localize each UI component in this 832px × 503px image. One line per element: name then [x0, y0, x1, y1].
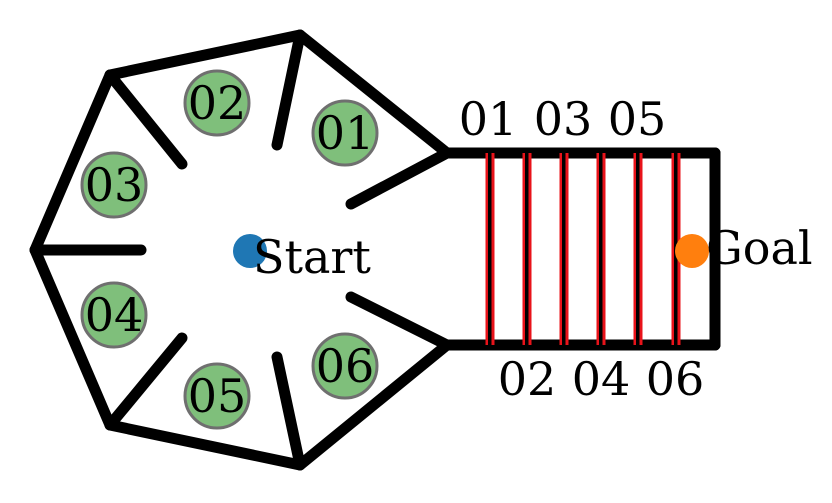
partition-01-02 — [271, 29, 306, 151]
goal-dot — [675, 234, 709, 268]
room-06: 06 — [311, 332, 379, 400]
gate-02 — [522, 153, 532, 345]
start-label: Start — [253, 230, 371, 284]
room-02-circle — [183, 69, 251, 137]
gate-05 — [633, 153, 643, 345]
room-01: 01 — [311, 99, 379, 167]
room-02-label: 02 — [188, 76, 247, 130]
room-04-circle — [80, 281, 148, 349]
room-04: 04 — [80, 281, 148, 349]
gate-label-bottom-04: 04 — [572, 352, 631, 406]
start-marker: Start — [233, 230, 371, 284]
gate-04 — [596, 153, 606, 345]
room-05: 05 — [183, 362, 251, 430]
gate-label-top-05: 05 — [608, 92, 667, 146]
room-01-label: 01 — [316, 106, 375, 160]
partition-02-03 — [104, 69, 188, 170]
room-03-circle — [80, 151, 148, 219]
room-04-label: 04 — [85, 288, 144, 342]
rooms: 01 02 03 04 05 06 — [80, 69, 379, 430]
gate-label-bottom-06: 06 — [646, 352, 705, 406]
partition-05-06 — [271, 351, 306, 471]
gate-01 — [485, 153, 495, 345]
gate-label-bottom-02: 02 — [498, 352, 557, 406]
room-01-circle — [311, 99, 379, 167]
gate-label-top-01: 01 — [459, 92, 518, 146]
entry-lower-wall — [345, 291, 453, 351]
gate-03 — [559, 153, 569, 345]
room-05-label: 05 — [188, 369, 247, 423]
entry-upper-wall — [345, 147, 453, 210]
goal-marker: Goal — [675, 221, 813, 275]
goal-label: Goal — [706, 221, 813, 275]
gate-label-top-03: 03 — [534, 92, 593, 146]
partition-04-05 — [104, 332, 188, 431]
gate-labels-bottom: 02 04 06 — [498, 352, 705, 406]
room-05-circle — [183, 362, 251, 430]
corridor-gates — [485, 153, 681, 345]
start-dot — [233, 234, 267, 268]
room-06-circle — [311, 332, 379, 400]
room-06-label: 06 — [316, 339, 375, 393]
room-03: 03 — [80, 151, 148, 219]
room-02: 02 — [183, 69, 251, 137]
room-03-label: 03 — [85, 158, 144, 212]
gate-labels-top: 01 03 05 — [459, 92, 667, 146]
